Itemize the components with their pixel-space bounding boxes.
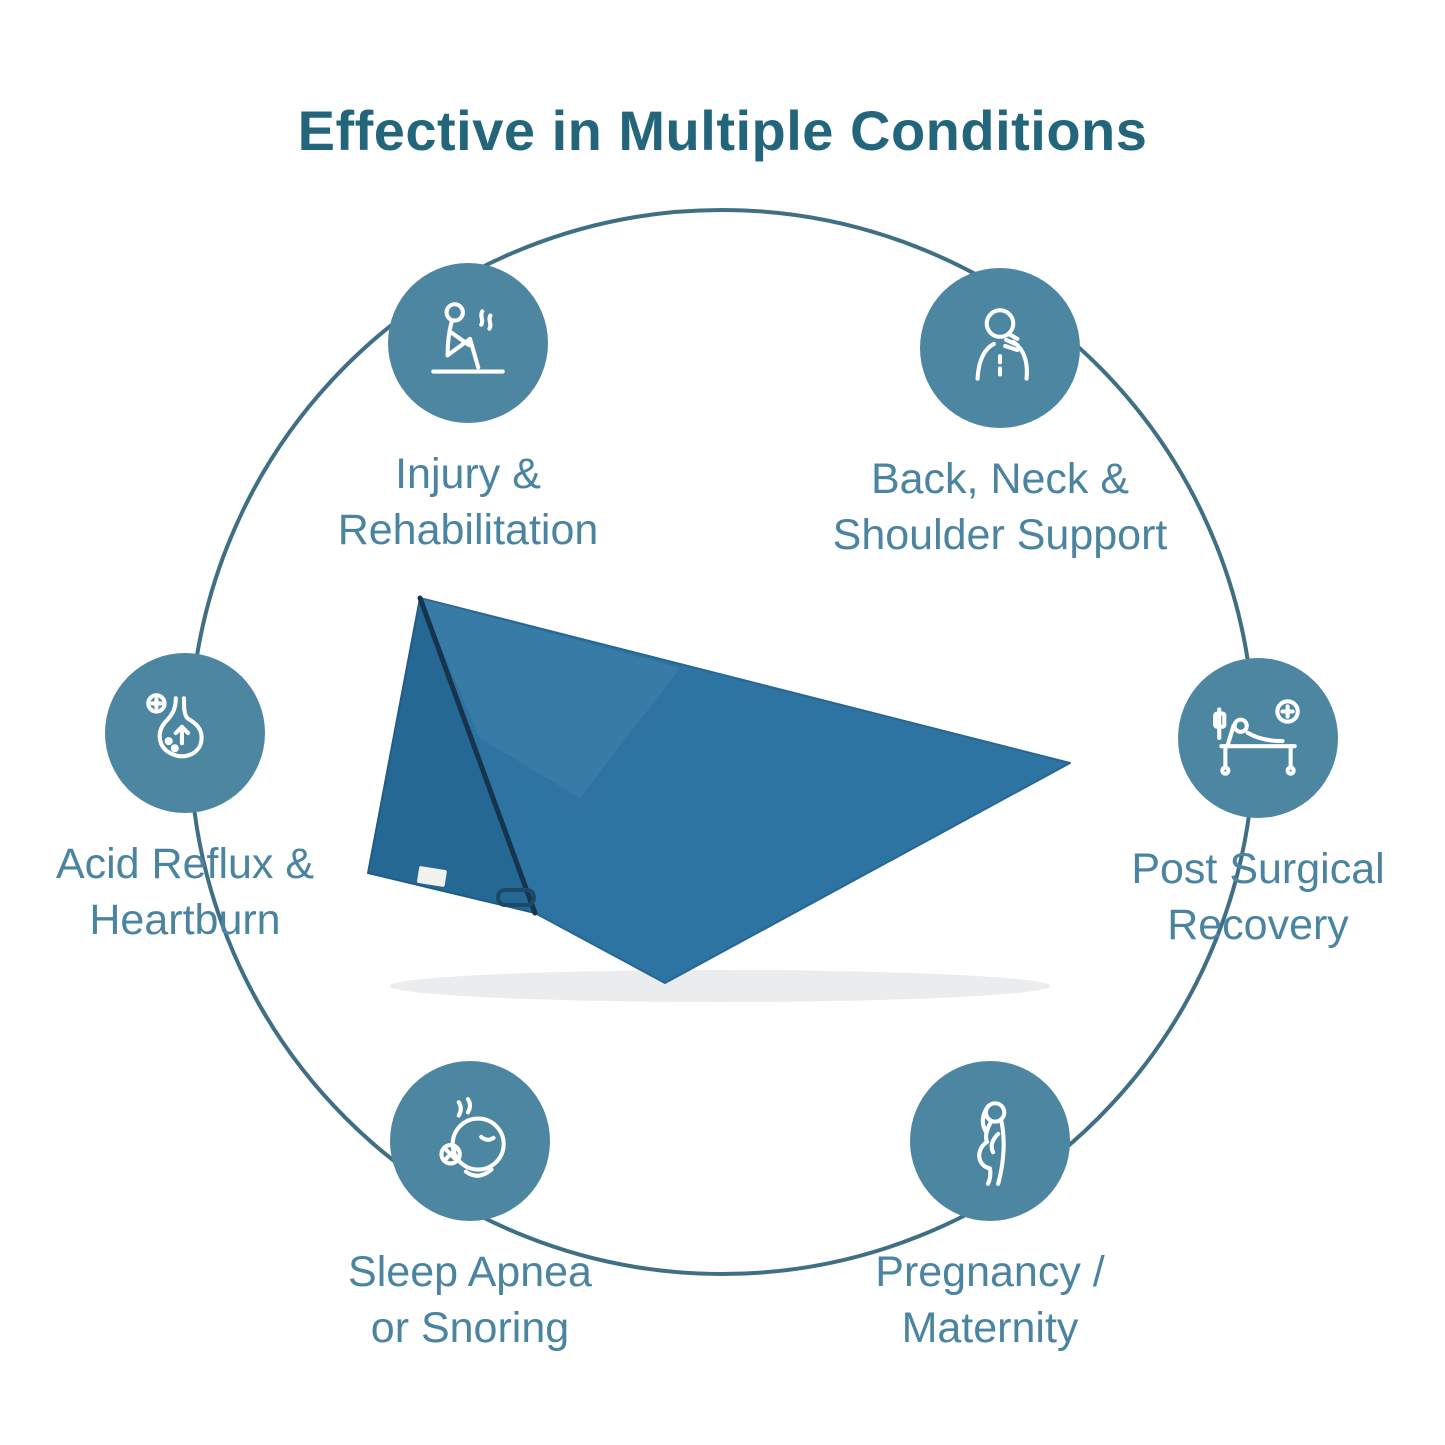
- condition-label-line1: Acid Reflux &: [55, 840, 315, 888]
- back-neck-shoulder-icon: [975, 308, 1029, 381]
- condition-label-line1: Post Surgical: [1131, 845, 1385, 893]
- sleep-apnea-icon: [439, 1097, 506, 1178]
- post-surgical-icon: [1213, 699, 1300, 776]
- condition-card-post-surgical: Post Surgical Recovery: [1058, 658, 1445, 954]
- condition-icon-circle: [105, 653, 265, 813]
- condition-card-acid-reflux: Acid Reflux & Heartburn: [0, 653, 375, 949]
- condition-icon-circle: [1178, 658, 1338, 818]
- condition-icon-circle: [390, 1061, 550, 1221]
- condition-card-back-neck: Back, Neck & Shoulder Support: [760, 268, 1240, 564]
- condition-label-line2: Shoulder Support: [832, 510, 1168, 559]
- condition-label: Acid Reflux & Heartburn: [56, 837, 314, 949]
- condition-card-pregnancy: Pregnancy / Maternity: [780, 1061, 1200, 1357]
- condition-label-line2: Maternity: [901, 1303, 1079, 1352]
- condition-label-line1: Sleep Apnea: [348, 1248, 592, 1296]
- condition-label-line1: Back, Neck &: [870, 455, 1130, 503]
- condition-card-injury: Injury & Rehabilitation: [258, 263, 678, 559]
- condition-label: Back, Neck & Shoulder Support: [833, 452, 1168, 564]
- condition-label: Post Surgical Recovery: [1131, 842, 1384, 954]
- condition-icon-circle: [920, 268, 1080, 428]
- condition-icon-circle: [388, 263, 548, 423]
- condition-label-line1: Pregnancy /: [875, 1248, 1105, 1296]
- condition-label-line2: Recovery: [1167, 900, 1349, 949]
- condition-label: Pregnancy / Maternity: [875, 1245, 1104, 1357]
- page-title: Effective in Multiple Conditions: [297, 99, 1148, 162]
- condition-icon-circle: [910, 1061, 1070, 1221]
- condition-label: Sleep Apnea or Snoring: [348, 1245, 592, 1357]
- condition-label: Injury & Rehabilitation: [338, 447, 599, 559]
- condition-label-line2: Rehabilitation: [337, 505, 599, 554]
- pregnancy-maternity-icon: [977, 1101, 1007, 1186]
- condition-card-sleep-apnea: Sleep Apnea or Snoring: [260, 1061, 680, 1357]
- condition-label-line1: Injury &: [395, 450, 541, 498]
- condition-label-line2: or Snoring: [370, 1303, 570, 1352]
- acid-reflux-icon: [146, 693, 204, 759]
- condition-label-line2: Heartburn: [89, 895, 281, 944]
- wedge-pillow-illustration: [367, 595, 1071, 1002]
- injury-rehabilitation-icon: [431, 302, 505, 374]
- wedge-pillow-image: [350, 578, 1100, 1008]
